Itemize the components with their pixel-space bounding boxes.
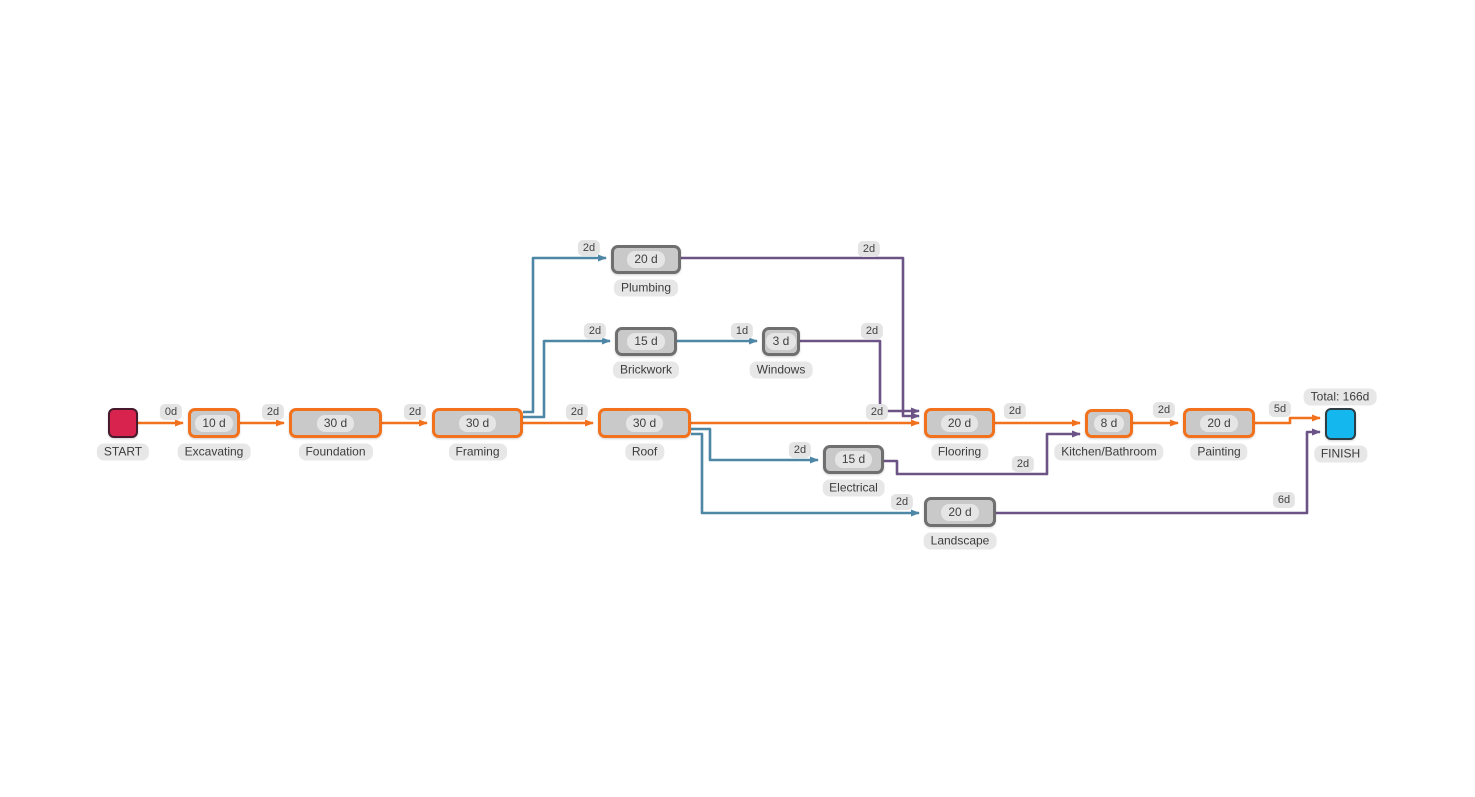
node-roof[interactable]: 30 d (598, 408, 691, 438)
duration-badge-kitchen_bathroom: 8 d (1093, 415, 1125, 432)
edge-label-foundation-to-framing: 2d (403, 404, 427, 420)
node-excavating[interactable]: 10 d (188, 408, 240, 438)
node-label-foundation: Foundation (298, 443, 373, 461)
duration-badge-foundation: 30 d (316, 414, 355, 432)
duration-badge-framing: 30 d (458, 414, 497, 432)
edge-label-brickwork-to-windows: 1d (730, 323, 754, 339)
duration-badge-painting: 20 d (1200, 414, 1238, 432)
edge-label-start-to-excavating: 0d (159, 404, 183, 420)
node-finish[interactable] (1325, 408, 1356, 440)
duration-badge-excavating: 10 d (195, 414, 233, 432)
edge-label-flooring-to-kitchen_bathroom: 2d (1003, 403, 1027, 419)
edge-label-landscape-to-finish: 6d (1272, 492, 1296, 508)
edge-label-painting-to-finish: 5d (1268, 401, 1292, 417)
node-start[interactable] (108, 408, 138, 438)
edge-label-windows-to-flooring: 2d (860, 323, 884, 339)
node-label-brickwork: Brickwork (612, 361, 680, 379)
node-label-framing: Framing (448, 443, 507, 461)
node-label-finish: FINISH (1313, 445, 1368, 463)
edge-label-excavating-to-foundation: 2d (261, 404, 285, 420)
node-label-landscape: Landscape (923, 532, 997, 550)
node-landscape[interactable]: 20 d (924, 497, 996, 527)
duration-badge-roof: 30 d (625, 414, 664, 432)
node-label-windows: Windows (749, 361, 813, 379)
node-label-kitchen_bathroom: Kitchen/Bathroom (1054, 443, 1164, 461)
edge-label-electrical-to-kitchen_bathroom: 2d (1011, 456, 1035, 472)
node-framing[interactable]: 30 d (432, 408, 523, 438)
edge-label-kitchen_bathroom-to-painting: 2d (1152, 402, 1176, 418)
node-plumbing[interactable]: 20 d (611, 245, 681, 274)
node-electrical[interactable]: 15 d (823, 445, 884, 474)
edge-label-framing-to-plumbing: 2d (577, 240, 601, 256)
edge-label-roof-to-landscape: 2d (890, 494, 914, 510)
edge-label-roof-to-flooring: 2d (865, 404, 889, 420)
node-flooring[interactable]: 20 d (924, 408, 995, 438)
duration-badge-flooring: 20 d (940, 414, 979, 432)
duration-badge-plumbing: 20 d (627, 251, 665, 268)
edge-label-plumbing-to-flooring: 2d (857, 241, 881, 257)
node-label-flooring: Flooring (930, 443, 989, 461)
node-label-roof: Roof (624, 443, 665, 461)
total-duration-label: Total: 166d (1303, 388, 1377, 406)
duration-badge-windows: 3 d (765, 333, 797, 350)
duration-badge-landscape: 20 d (941, 503, 979, 521)
edge-windows-to-flooring (800, 339, 920, 415)
duration-badge-electrical: 15 d (834, 451, 873, 468)
edge-painting-to-finish (1255, 414, 1321, 425)
edge-label-roof-to-electrical: 2d (788, 442, 812, 458)
node-painting[interactable]: 20 d (1183, 408, 1255, 438)
node-foundation[interactable]: 30 d (289, 408, 382, 438)
node-label-start: START (96, 443, 150, 461)
node-label-painting: Painting (1190, 443, 1248, 461)
edge-label-framing-to-brickwork: 2d (583, 323, 607, 339)
node-kitchen_bathroom[interactable]: 8 d (1085, 409, 1133, 438)
duration-badge-brickwork: 15 d (627, 333, 665, 350)
node-label-plumbing: Plumbing (613, 279, 679, 297)
node-label-excavating: Excavating (177, 443, 251, 461)
edge-label-framing-to-roof: 2d (565, 404, 589, 420)
node-label-electrical: Electrical (822, 479, 885, 497)
node-windows[interactable]: 3 d (762, 327, 800, 356)
node-brickwork[interactable]: 15 d (615, 327, 677, 356)
edge-plumbing-to-flooring (681, 256, 920, 420)
